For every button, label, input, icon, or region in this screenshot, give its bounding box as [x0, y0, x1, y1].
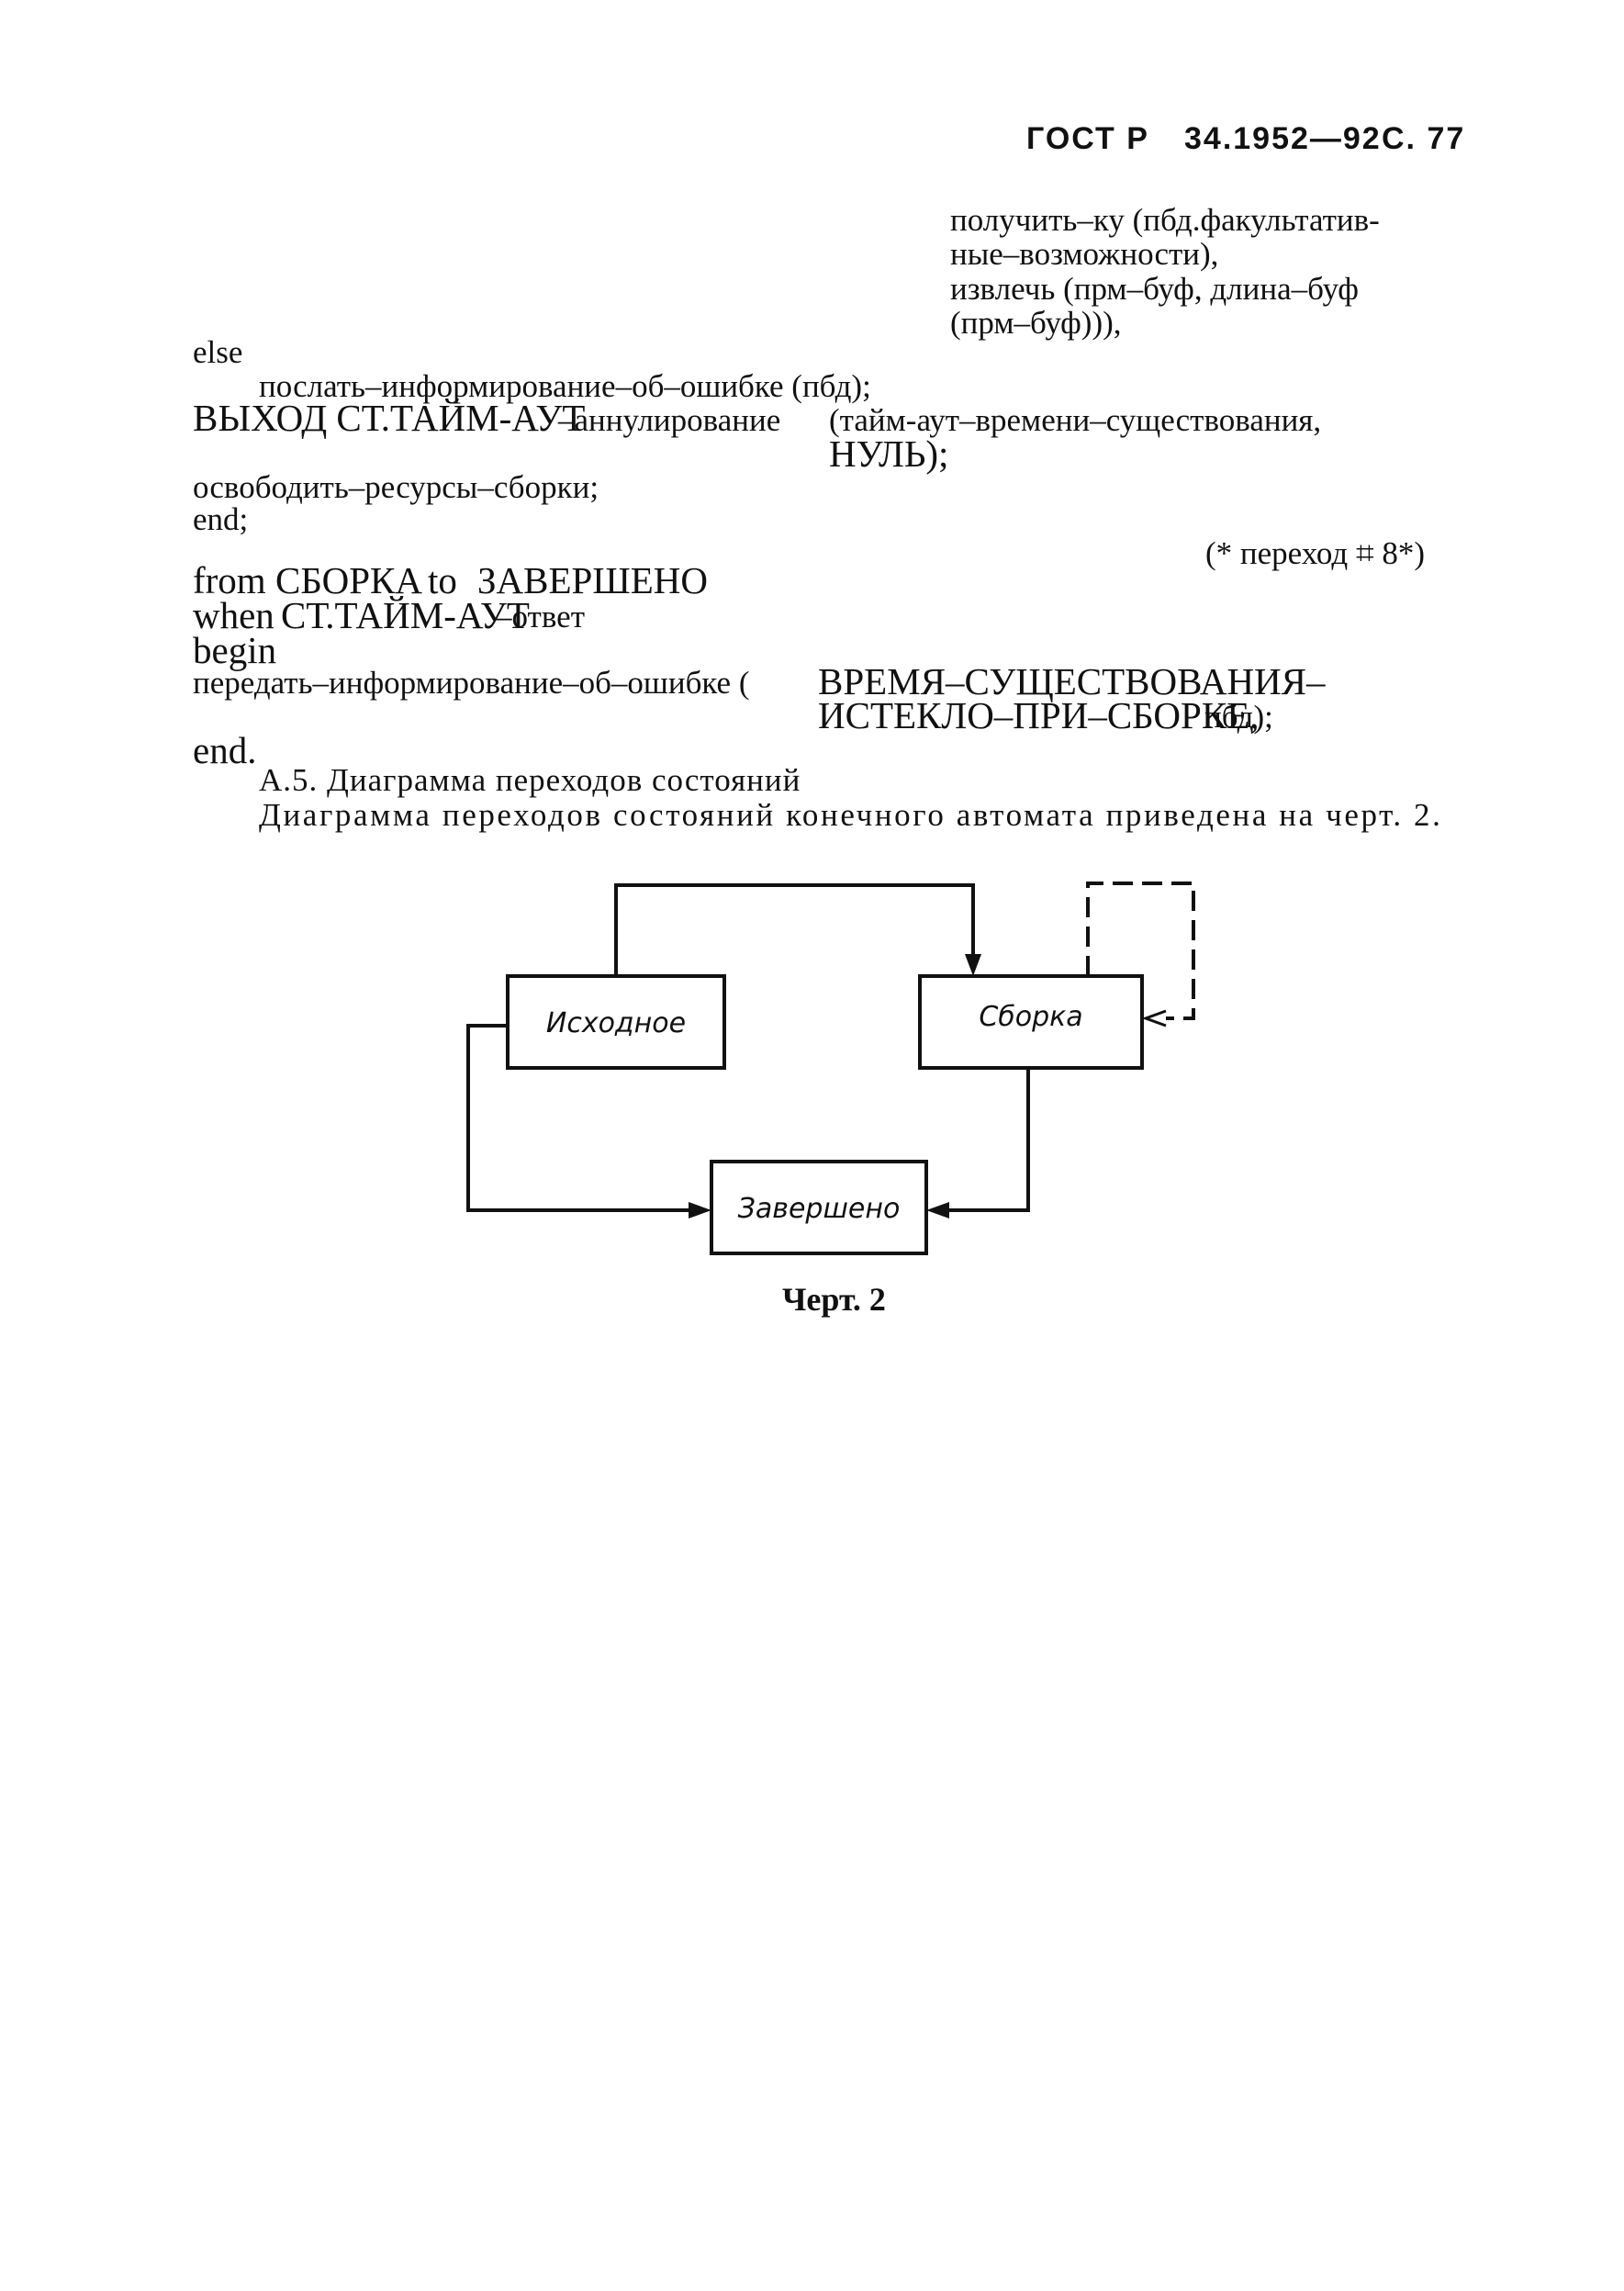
arrowhead [926, 1202, 949, 1218]
transition-initial-to-assembly [614, 883, 975, 976]
code-line: освободить–ресурсы–сборки; [193, 469, 599, 505]
code-state: ЗАВЕРШЕНО [477, 559, 708, 601]
code-constant: ВРЕМЯ–СУЩЕСТВОВАНИЯ– [818, 660, 1326, 702]
code-line: послать–информирование–об–ошибке (пбд); [259, 368, 871, 404]
state-label-initial: Исходное [546, 1007, 686, 1039]
state-box-done [710, 1160, 928, 1255]
code-line: ные–возможности), [950, 236, 1219, 272]
transition-assembly-self-loop [1086, 882, 1195, 1020]
code-keyword: else [193, 334, 243, 370]
arrowhead [965, 954, 981, 976]
state-label-done: Завершено [738, 1193, 901, 1225]
code-keyword: end. [193, 729, 257, 771]
code-keyword: end; [193, 501, 249, 537]
code-keyword: from [193, 559, 266, 601]
section-text: Диаграмма переходов состояний конечного … [259, 797, 1443, 833]
code-comment: (* переход ⌗ 8*) [1205, 535, 1426, 571]
transition-assembly-to-done [944, 1068, 1030, 1212]
code-line: передать–информирование–об–ошибке ( [193, 665, 750, 701]
code-line: (прм–буф))), [950, 305, 1122, 341]
code-line: –аннулирование [558, 402, 781, 438]
state-label-assembly: Сборка [979, 1001, 1082, 1033]
code-keyword: when [193, 594, 274, 636]
code-line: пбд); [1204, 699, 1273, 735]
transition-initial-to-done [466, 1024, 694, 1212]
code-state: СБОРКА [275, 559, 422, 601]
code-line: (тайм-аут–времени–существования, [829, 402, 1322, 438]
code-event: СТ.ТАЙМ-АУТ [281, 594, 530, 636]
code-keyword: to [428, 559, 457, 601]
code-line: –ответ [496, 599, 585, 635]
standard-number: 34.1952—92 [1184, 121, 1382, 156]
code-keyword: begin [193, 629, 277, 671]
figure-caption: Черт. 2 [782, 1281, 886, 1318]
page-number: С. 77 [1382, 121, 1466, 156]
code-constant: НУЛЬ); [829, 432, 949, 475]
code-keyword: ВЫХОД СТ.ТАЙМ-АУТ [193, 397, 586, 439]
code-constant: ИСТЕКЛО–ПРИ–СБОРКЕ, [818, 694, 1260, 736]
code-line: извлечь (прм–буф, длина–буф [950, 271, 1359, 307]
code-line: получить–ку (пбд.факультатив- [950, 202, 1380, 238]
state-box-assembly [918, 974, 1144, 1070]
standard-code: ГОСТ Р [1026, 121, 1149, 156]
section-heading: А.5. Диаграмма переходов состояний [259, 762, 801, 798]
arrowhead-open [1141, 1009, 1167, 1028]
arrowhead [689, 1202, 711, 1218]
